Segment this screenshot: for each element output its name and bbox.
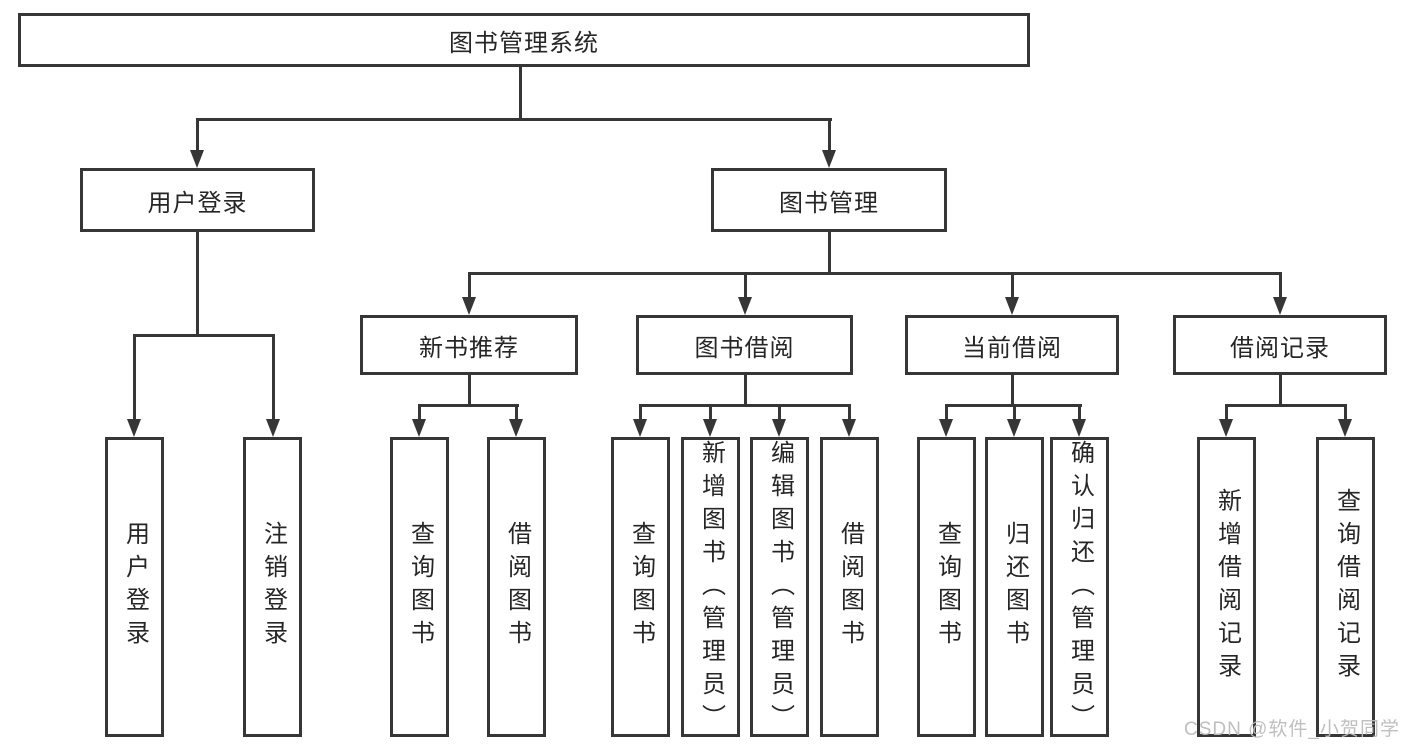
connector-line <box>272 334 275 419</box>
connector-line <box>418 404 421 419</box>
node-label: 新增图书（管理员） <box>697 440 725 737</box>
node-library-system: 图书管理系统 <box>18 13 1030 67</box>
node-label: 查询借阅记录 <box>1332 488 1360 686</box>
connector-line <box>519 67 522 121</box>
connector-line <box>1011 272 1014 297</box>
connector-line <box>828 232 831 275</box>
node-label: 编辑图书（管理员） <box>766 440 794 737</box>
node-label: 用户登录 <box>121 521 149 653</box>
connector-line <box>1344 404 1347 419</box>
connector-line <box>133 334 275 337</box>
connector-line <box>1011 375 1014 407</box>
connector-line <box>196 118 832 121</box>
connector-line <box>468 272 471 297</box>
connector-line <box>1279 375 1282 407</box>
leaf-add-books-admin: 新增图书（管理员） <box>681 437 740 737</box>
connector-line <box>639 404 642 419</box>
arrow-down-icon <box>509 419 523 437</box>
connector-line <box>945 404 948 419</box>
arrow-down-icon <box>462 297 476 315</box>
connector-line <box>1279 272 1282 297</box>
connector-line <box>744 375 747 407</box>
leaf-borrow-books: 借阅图书 <box>820 437 879 737</box>
arrow-down-icon <box>266 419 280 437</box>
leaf-logout: 注销登录 <box>243 437 302 737</box>
connector-line <box>639 404 851 407</box>
node-book-management: 图书管理 <box>711 168 947 232</box>
connector-line <box>709 404 712 419</box>
arrow-down-icon <box>1005 297 1019 315</box>
arrow-down-icon <box>1007 419 1021 437</box>
leaf-edit-books-admin: 编辑图书（管理员） <box>750 437 809 737</box>
node-label: 新书推荐 <box>419 334 519 362</box>
leaf-borrow-books-recommend: 借阅图书 <box>487 437 546 737</box>
arrow-down-icon <box>939 419 953 437</box>
connector-line <box>418 404 519 407</box>
arrow-down-icon <box>822 150 836 168</box>
node-label: 归还图书 <box>1001 521 1029 653</box>
node-label: 查询图书 <box>627 521 655 653</box>
node-label: 用户登录 <box>147 189 248 217</box>
connector-line <box>515 404 518 419</box>
connector-line <box>468 375 471 407</box>
connector-line <box>1013 404 1016 419</box>
node-book-borrowing: 图书借阅 <box>636 315 853 375</box>
leaf-user-login: 用户登录 <box>105 437 164 737</box>
arrow-down-icon <box>842 419 856 437</box>
leaf-add-borrow-record: 新增借阅记录 <box>1197 437 1256 737</box>
node-current-borrowing: 当前借阅 <box>905 315 1119 375</box>
connector-line <box>196 232 199 337</box>
node-label: 新增借阅记录 <box>1213 488 1241 686</box>
connector-line <box>468 272 1282 275</box>
node-new-book-recommend: 新书推荐 <box>360 315 578 375</box>
arrow-down-icon <box>738 297 752 315</box>
connector-line <box>744 272 747 297</box>
arrow-down-icon <box>412 419 426 437</box>
arrow-down-icon <box>1338 419 1352 437</box>
leaf-query-books-current: 查询图书 <box>917 437 976 737</box>
node-label: 借阅图书 <box>836 521 864 653</box>
connector-line <box>1225 404 1347 407</box>
node-label: 图书借阅 <box>694 334 795 362</box>
arrow-down-icon <box>190 150 204 168</box>
arrow-down-icon <box>1219 419 1233 437</box>
leaf-query-books-borrow: 查询图书 <box>611 437 670 737</box>
connector-line <box>196 118 199 150</box>
node-borrowing-records: 借阅记录 <box>1173 315 1387 375</box>
node-label: 图书管理 <box>779 189 879 217</box>
arrow-down-icon <box>633 419 647 437</box>
arrow-down-icon <box>1072 419 1086 437</box>
connector-line <box>1078 404 1081 419</box>
leaf-return-books: 归还图书 <box>985 437 1044 737</box>
node-label: 查询图书 <box>933 521 961 653</box>
node-label: 图书管理系统 <box>449 29 599 57</box>
node-label: 注销登录 <box>259 521 287 653</box>
node-label: 确认归还（管理员） <box>1066 440 1094 737</box>
node-user-login: 用户登录 <box>80 168 315 232</box>
arrow-down-icon <box>1273 297 1287 315</box>
connector-line <box>778 404 781 419</box>
node-label: 当前借阅 <box>962 334 1062 362</box>
node-label: 借阅记录 <box>1230 334 1330 362</box>
connector-line <box>1225 404 1228 419</box>
arrow-down-icon <box>127 419 141 437</box>
leaf-query-borrow-record: 查询借阅记录 <box>1316 437 1375 737</box>
leaf-confirm-return-admin: 确认归还（管理员） <box>1050 437 1109 737</box>
connector-line <box>133 334 136 419</box>
connector-line <box>828 118 831 150</box>
connector-line <box>848 404 851 419</box>
leaf-query-books-recommend: 查询图书 <box>390 437 449 737</box>
watermark: CSDN @软件_小贺同学 <box>1184 719 1400 740</box>
node-label: 借阅图书 <box>503 521 531 653</box>
arrow-down-icon <box>772 419 786 437</box>
arrow-down-icon <box>703 419 717 437</box>
node-label: 查询图书 <box>406 521 434 653</box>
